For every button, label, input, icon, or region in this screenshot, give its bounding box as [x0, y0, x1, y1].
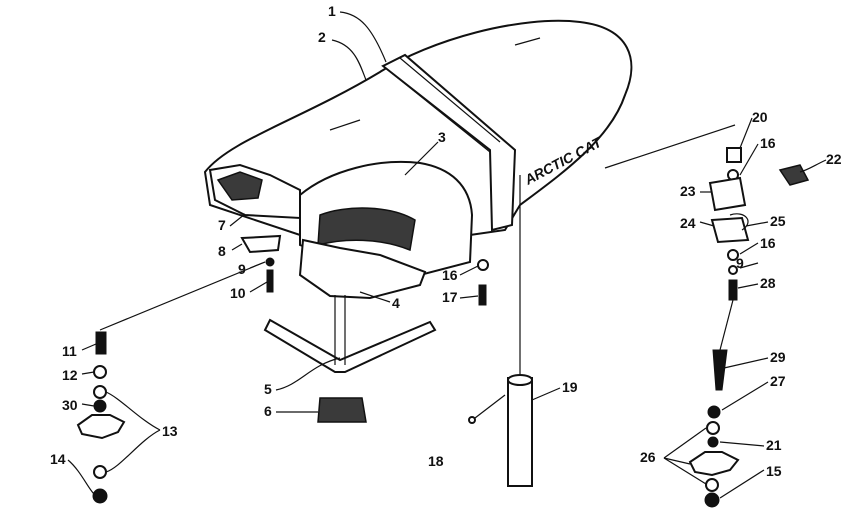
nut-27 — [707, 405, 721, 419]
washer-16-center — [477, 259, 489, 271]
callout-18: 18 — [428, 453, 444, 469]
callout-8: 8 — [218, 243, 226, 259]
seat-assembly: ARCTIC CAT — [203, 19, 633, 300]
callout-26: 26 — [640, 449, 656, 465]
callout-30: 30 — [62, 397, 78, 413]
callout-9-left: 9 — [238, 261, 246, 277]
callout-24: 24 — [680, 215, 696, 231]
callout-labels: 1 2 3 4 5 6 7 8 9 9 10 11 12 13 14 15 16… — [50, 3, 842, 479]
plate-26 — [688, 451, 740, 477]
left-hardware — [76, 234, 282, 504]
callout-17: 17 — [442, 289, 458, 305]
seat-bracket — [263, 318, 437, 373]
callout-29: 29 — [770, 349, 786, 365]
callout-19: 19 — [562, 379, 578, 395]
seat-pan — [298, 238, 427, 300]
latch-22 — [778, 164, 810, 186]
nut-30 — [93, 399, 107, 413]
callout-3: 3 — [438, 129, 446, 145]
foam-shading — [317, 207, 416, 252]
callout-10: 10 — [230, 285, 246, 301]
callout-9-right: 9 — [736, 255, 744, 271]
callout-16-center: 16 — [442, 267, 458, 283]
spring-25 — [729, 213, 749, 231]
washer-26-bottom — [705, 478, 719, 492]
callout-21: 21 — [766, 437, 782, 453]
post-19 — [507, 377, 533, 487]
callout-7: 7 — [218, 217, 226, 233]
callout-5: 5 — [264, 381, 272, 397]
screw-11 — [95, 331, 107, 355]
bracket-8 — [240, 234, 282, 254]
right-hardware — [604, 124, 810, 508]
callout-27: 27 — [770, 373, 786, 389]
leader-lines — [67, 11, 827, 499]
screw-17 — [478, 284, 487, 306]
spacer-20 — [726, 147, 742, 163]
nut-14 — [92, 488, 108, 504]
nut-21 — [707, 436, 719, 448]
washer-16-right — [727, 249, 739, 261]
callout-2: 2 — [318, 29, 326, 45]
washer-9-right — [728, 265, 738, 275]
seat-shell — [203, 19, 633, 236]
callout-16-top: 16 — [760, 135, 776, 151]
callout-12: 12 — [62, 367, 78, 383]
latch-plate-23 — [708, 176, 747, 212]
seat-bracket-group — [263, 295, 437, 423]
nut-15 — [704, 492, 720, 508]
stud-29 — [712, 349, 728, 391]
callout-15: 15 — [766, 463, 782, 479]
latch-plate-24 — [710, 216, 750, 244]
pin-18 — [468, 416, 476, 424]
callout-1: 1 — [328, 3, 336, 19]
washer-13-top — [93, 385, 107, 399]
callout-11: 11 — [62, 343, 77, 359]
seat-pad — [317, 397, 367, 423]
callout-4: 4 — [392, 295, 400, 311]
callout-22: 22 — [826, 151, 842, 167]
callout-28: 28 — [760, 275, 776, 291]
callout-20: 20 — [752, 109, 768, 125]
screw-28 — [728, 279, 738, 301]
callout-23: 23 — [680, 183, 696, 199]
washer-13-bottom — [93, 465, 107, 479]
seat-strap — [381, 53, 517, 232]
center-hardware — [468, 175, 533, 487]
washer-12 — [93, 365, 107, 379]
washer-26-top — [706, 421, 720, 435]
callout-16-right: 16 — [760, 235, 776, 251]
callout-13: 13 — [162, 423, 178, 439]
callout-14: 14 — [50, 451, 66, 467]
callout-6: 6 — [264, 403, 272, 419]
washer-9-left — [265, 257, 275, 267]
callout-25: 25 — [770, 213, 786, 229]
screw-10 — [266, 269, 274, 293]
plate-13 — [76, 414, 126, 440]
